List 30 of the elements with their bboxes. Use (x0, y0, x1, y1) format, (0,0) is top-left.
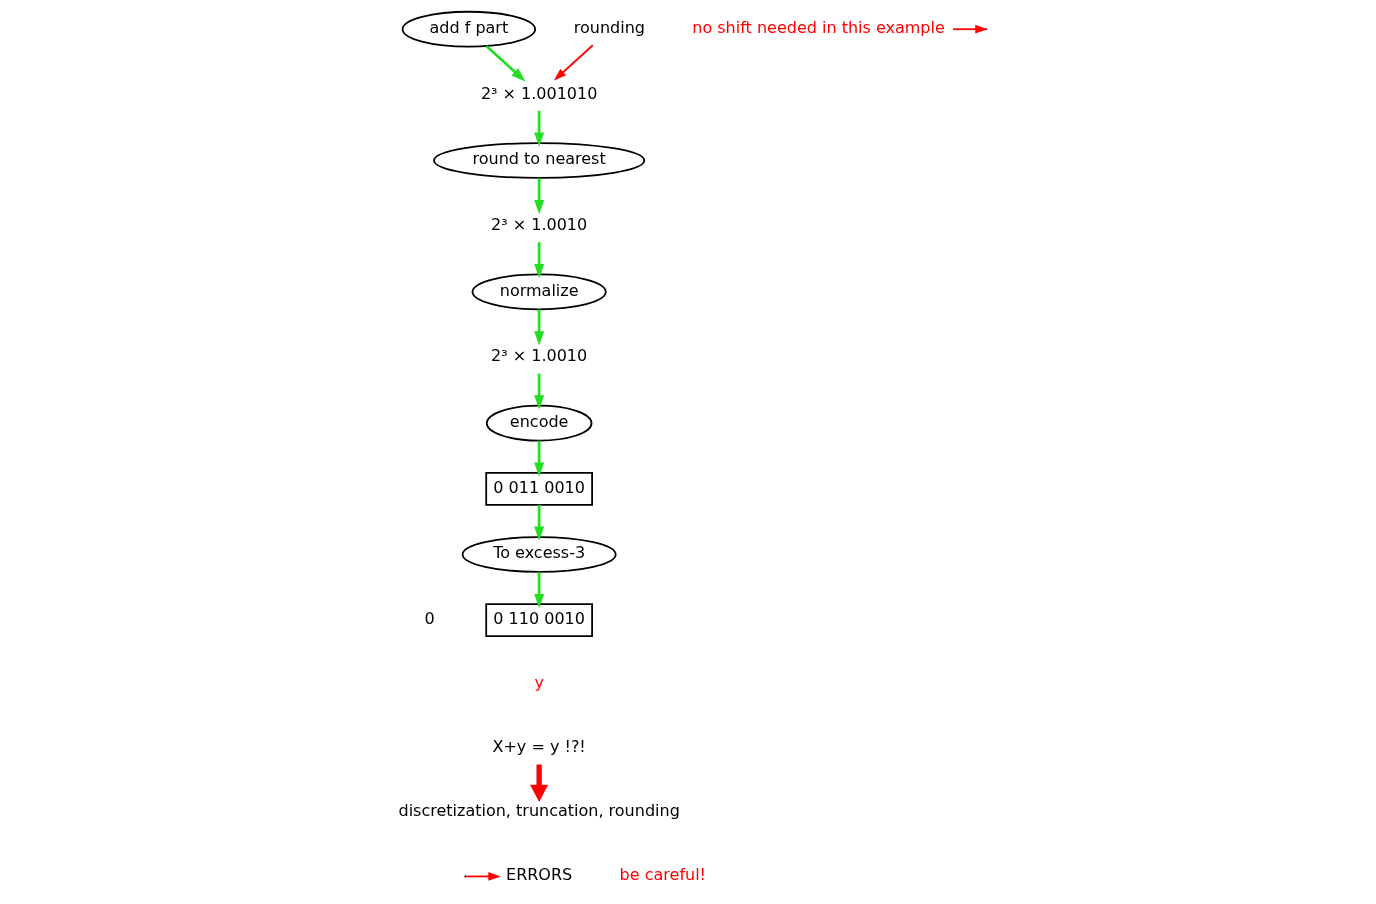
node-text: 2³ × 1.001010 (480, 83, 597, 103)
node-label: 0 (424, 609, 435, 629)
arrow (533, 242, 544, 279)
arrow (485, 45, 525, 82)
node-box: 0 110 0010 (484, 603, 593, 638)
label: be careful! (619, 865, 706, 885)
node-text: 2³ × 1.0010 (490, 215, 587, 235)
label: y (533, 673, 544, 693)
node-text: discretization, truncation, rounding (398, 801, 680, 821)
node-ellipse: add f part (401, 10, 536, 48)
node-text: ERRORS (505, 865, 572, 885)
node-text: no shift needed in this example (691, 18, 945, 38)
arrow (533, 309, 544, 346)
arrow (464, 872, 501, 881)
node-ellipse: normalize (471, 273, 607, 311)
node-ellipse: To excess-3 (461, 536, 617, 573)
node-ellipse: round to nearest (432, 142, 645, 179)
arrow (533, 504, 544, 541)
arrow (529, 764, 548, 802)
arrow (553, 44, 594, 81)
node-text: 2³ × 1.0010 (490, 346, 587, 366)
arrow (533, 110, 544, 147)
arrow (533, 373, 544, 410)
arrow (533, 440, 544, 477)
node-text: rounding (573, 18, 645, 38)
arrow (533, 572, 544, 609)
node-text: X+y = y !?! (492, 737, 586, 757)
node-box: 0 011 0010 (484, 471, 593, 506)
node-ellipse: encode (485, 404, 592, 442)
arrow (533, 178, 544, 215)
